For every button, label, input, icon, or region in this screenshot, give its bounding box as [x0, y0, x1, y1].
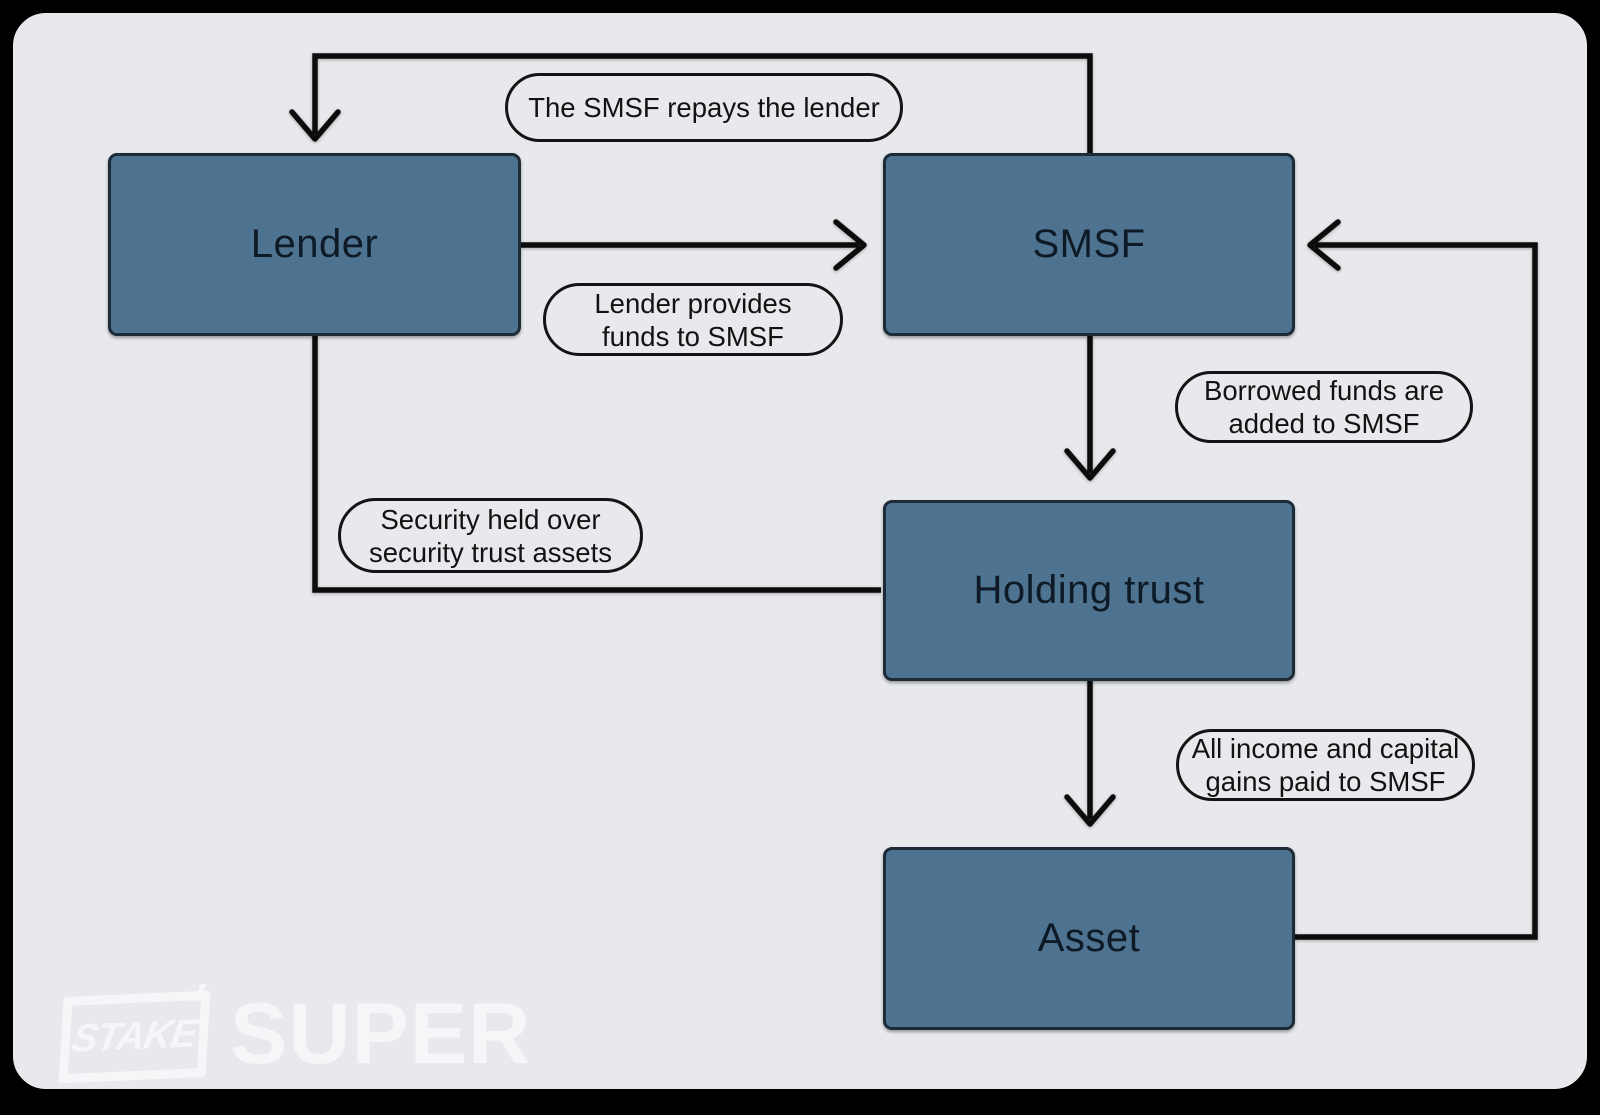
- annotation-lender-provides-funds: Lender provides funds to SMSF: [543, 283, 843, 356]
- node-lender: Lender: [108, 153, 521, 336]
- annotation-line: Security held over: [380, 503, 601, 535]
- annotation-line: funds to SMSF: [602, 320, 784, 352]
- annotation-security-held: Security held over security trust assets: [338, 498, 643, 573]
- super-logo-text: SUPER: [230, 986, 532, 1082]
- annotation-borrowed-funds-added: Borrowed funds are added to SMSF: [1175, 371, 1473, 443]
- annotation-line: added to SMSF: [1228, 408, 1420, 439]
- edge-smsf-to-lender-line: [312, 53, 1093, 153]
- node-holding-trust: Holding trust: [883, 500, 1295, 681]
- connector-lines: [289, 53, 1538, 940]
- stake-super-logo: STAKE SUPER: [58, 971, 532, 1084]
- annotation-line: security trust assets: [369, 536, 612, 568]
- node-holding-trust-label: Holding trust: [973, 568, 1205, 612]
- node-smsf: SMSF: [883, 153, 1295, 336]
- stake-logo-badge: STAKE: [58, 983, 211, 1083]
- annotation-line: All income and capital: [1191, 733, 1460, 764]
- edge-asset-to-smsf-line: [1295, 242, 1538, 940]
- arrowhead-into-smsf-right: [1307, 219, 1341, 271]
- node-asset: Asset: [883, 847, 1295, 1030]
- annotation-line: Lender provides: [594, 287, 792, 319]
- edge-lender-to-holding-line: [312, 336, 881, 593]
- arrowhead-into-holding: [1064, 448, 1116, 481]
- stake-logo-text: STAKE: [68, 1011, 201, 1061]
- annotation-income-paid-to-smsf: All income and capital gains paid to SMS…: [1176, 729, 1475, 801]
- smsf-borrowing-structure-diagram: Lender SMSF Holding trust Asset The SMSF…: [13, 13, 1587, 1089]
- arrowhead-into-smsf-left: [833, 219, 867, 271]
- annotation-line: Borrowed funds are: [1204, 375, 1444, 406]
- node-asset-label: Asset: [1037, 916, 1141, 960]
- annotation-line: gains paid to SMSF: [1205, 766, 1446, 797]
- stake-logo-tick-icon: [194, 983, 207, 1001]
- node-smsf-label: SMSF: [1032, 222, 1146, 266]
- arrowhead-into-asset: [1064, 794, 1116, 827]
- annotation-smsf-repays-lender: The SMSF repays the lender: [505, 73, 903, 142]
- node-lender-label: Lender: [250, 222, 379, 266]
- arrowhead-into-lender: [289, 109, 341, 142]
- annotation-line: The SMSF repays the lender: [528, 92, 880, 123]
